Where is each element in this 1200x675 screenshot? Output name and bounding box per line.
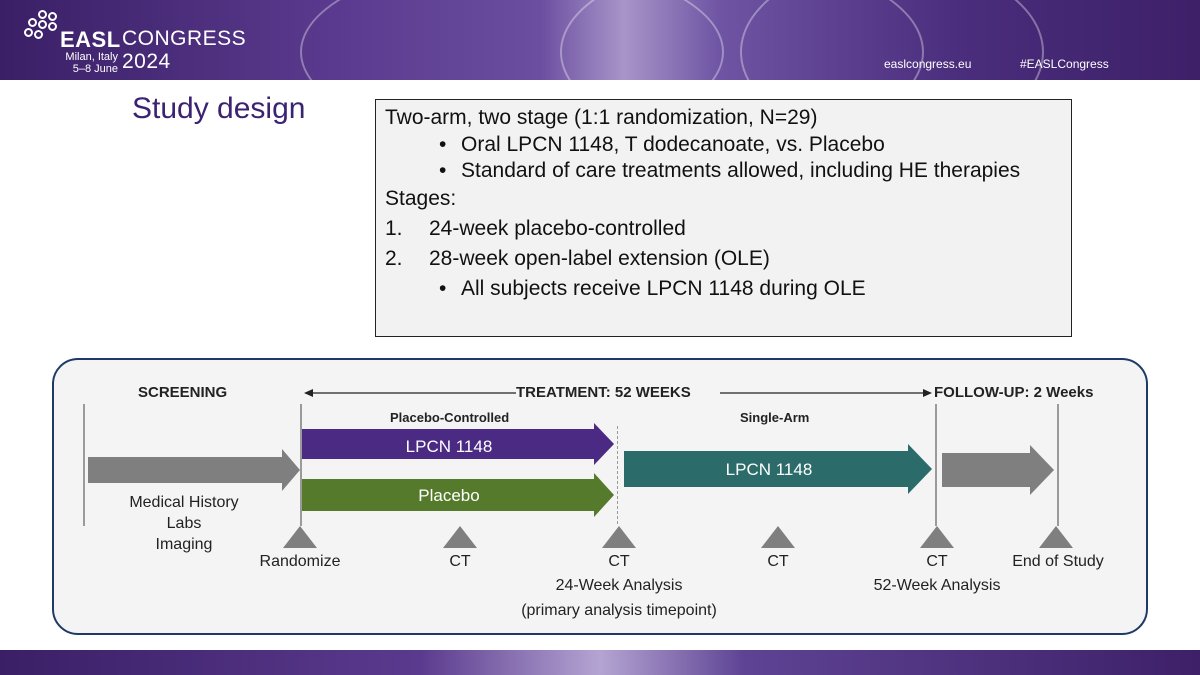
milestone-ct-label: CT — [608, 553, 630, 570]
summary-bullet: Oral LPCN 1148, T dodecanoate, vs. Place… — [385, 131, 1071, 158]
logo-location-dates: Milan, Italy 5–8 June — [52, 51, 118, 75]
easl-logo-icon — [24, 10, 64, 44]
timeline-panel: SCREENING TREATMENT: 52 WEEKS FOLLOW-UP:… — [52, 358, 1148, 635]
screening-item: Medical History — [129, 494, 239, 511]
website-link[interactable]: easlcongress.eu — [884, 57, 972, 71]
analysis-52-label: 52-Week Analysis — [873, 577, 1001, 594]
week-24-dashed-line — [617, 426, 618, 524]
header-banner: EASL CONGRESS Milan, Italy 5–8 June 2024… — [0, 0, 1200, 80]
analysis-24-note: (primary analysis timepoint) — [521, 602, 717, 619]
placebo-controlled-label: Placebo-Controlled — [390, 410, 510, 425]
logo-dates: 5–8 June — [72, 63, 118, 75]
study-summary-box: Two-arm, two stage (1:1 randomization, N… — [375, 99, 1072, 337]
milestone-randomize-marker — [283, 526, 317, 548]
treatment-header: TREATMENT: 52 WEEKS — [516, 384, 691, 401]
milestone-ct-label: CT — [767, 553, 789, 570]
stage-text: 28-week open-label extension (OLE) — [429, 247, 770, 270]
single-arm-label: Single-Arm — [740, 410, 810, 425]
stage-number: 2. — [385, 247, 403, 270]
screening-items: Medical History Labs Imaging — [114, 492, 254, 555]
drug-arm-label: LPCN 1148 — [405, 437, 493, 456]
milestone-ct-52-marker — [920, 526, 954, 548]
analysis-24-label: 24-Week Analysis — [555, 577, 683, 594]
week-52-line — [935, 404, 937, 526]
screening-start-line — [83, 404, 85, 526]
stage-number: 1. — [385, 217, 403, 240]
end-of-study-line — [1057, 404, 1059, 526]
milestone-end-marker — [1039, 526, 1073, 548]
summary-intro: Two-arm, two stage (1:1 randomization, N… — [385, 106, 818, 129]
ole-arm-arrow — [624, 444, 932, 494]
screening-item: Labs — [166, 515, 202, 532]
logo-brand: EASL — [60, 27, 121, 52]
milestone-end-label: End of Study — [1012, 553, 1104, 570]
stage-item: 1. 24-week placebo-controlled — [385, 215, 1071, 242]
follow-up-arrow — [942, 445, 1054, 495]
stages-label: Stages: — [385, 187, 457, 210]
randomize-line — [300, 404, 302, 526]
logo-event: CONGRESS — [122, 27, 247, 50]
ole-arm-label: LPCN 1148 — [725, 460, 813, 479]
hashtag: #EASLCongress — [1020, 57, 1109, 71]
placebo-arm-arrow — [302, 473, 614, 517]
treatment-span-arrow — [304, 389, 932, 397]
milestone-ct-label: CT — [926, 553, 948, 570]
milestone-ct-marker — [443, 526, 477, 548]
drug-arm-arrow — [302, 423, 614, 465]
summary-bullet: Standard of care treatments allowed, inc… — [385, 158, 1021, 184]
screening-item: Imaging — [155, 536, 213, 553]
stage-item: 2. 28-week open-label extension (OLE) — [385, 245, 1071, 272]
follow-up-header: FOLLOW-UP: 2 Weeks — [934, 384, 1094, 401]
milestone-randomize-label: Randomize — [259, 553, 341, 570]
stage-bullet: All subjects receive LPCN 1148 during OL… — [385, 275, 1071, 302]
milestone-ct-marker — [761, 526, 795, 548]
slide-title: Study design — [132, 92, 306, 125]
milestone-ct-label: CT — [449, 553, 471, 570]
milestone-ct-24-marker — [602, 526, 636, 548]
logo-year: 2024 — [122, 50, 171, 73]
screening-arrow — [88, 449, 300, 491]
logo-location: Milan, Italy — [65, 51, 118, 63]
stage-text: 24-week placebo-controlled — [429, 217, 686, 240]
screening-header: SCREENING — [138, 384, 228, 401]
placebo-arm-label: Placebo — [418, 486, 480, 505]
footer-banner — [0, 650, 1200, 675]
